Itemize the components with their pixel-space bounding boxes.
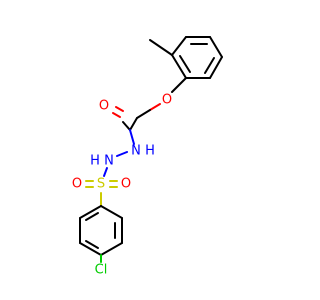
bond bbox=[171, 54, 187, 79]
sulfonyl-oxygen-left-label: O bbox=[72, 177, 82, 192]
ether-oxygen-label: O bbox=[162, 93, 172, 108]
nitrogen-2-hydrogen-label: H bbox=[90, 154, 100, 169]
nitrogen-1-hydrogen-label: H bbox=[145, 144, 155, 159]
bond bbox=[116, 151, 128, 157]
bond bbox=[100, 205, 123, 219]
bond bbox=[136, 109, 151, 119]
molecule-canvas: O O N H N H S O O bbox=[72, 36, 223, 278]
nitrogen-2-label: N bbox=[104, 154, 114, 169]
bond bbox=[209, 36, 223, 58]
carbonyl-oxygen-label: O bbox=[99, 99, 109, 114]
sulfur-label: S bbox=[97, 177, 105, 192]
molecule-structure: O O N H N H S O O bbox=[72, 36, 223, 278]
bond bbox=[79, 205, 102, 219]
bond-double-inner bbox=[85, 212, 99, 221]
bond bbox=[149, 103, 161, 111]
bond bbox=[100, 242, 123, 256]
bond-double-inner bbox=[204, 57, 215, 74]
bond bbox=[129, 117, 138, 131]
bond bbox=[209, 56, 223, 79]
bond bbox=[103, 167, 108, 177]
bond-double-inner bbox=[85, 240, 99, 249]
methyl-bond bbox=[149, 39, 173, 56]
bond bbox=[171, 36, 187, 56]
chlorophenyl-ring bbox=[79, 205, 123, 256]
bond bbox=[129, 129, 135, 145]
nitrogen-1-label: N bbox=[131, 144, 141, 159]
bond bbox=[79, 242, 102, 256]
bond bbox=[171, 77, 187, 93]
carbonyl-bond-b bbox=[115, 106, 124, 112]
bond bbox=[122, 121, 131, 131]
chlorine-label: Cl bbox=[95, 263, 108, 278]
bond-double-inner bbox=[179, 55, 191, 73]
carbonyl-bond-a bbox=[112, 112, 121, 118]
sulfonyl-oxygen-right-label: O bbox=[121, 177, 131, 192]
tolyl-ring bbox=[149, 36, 223, 79]
